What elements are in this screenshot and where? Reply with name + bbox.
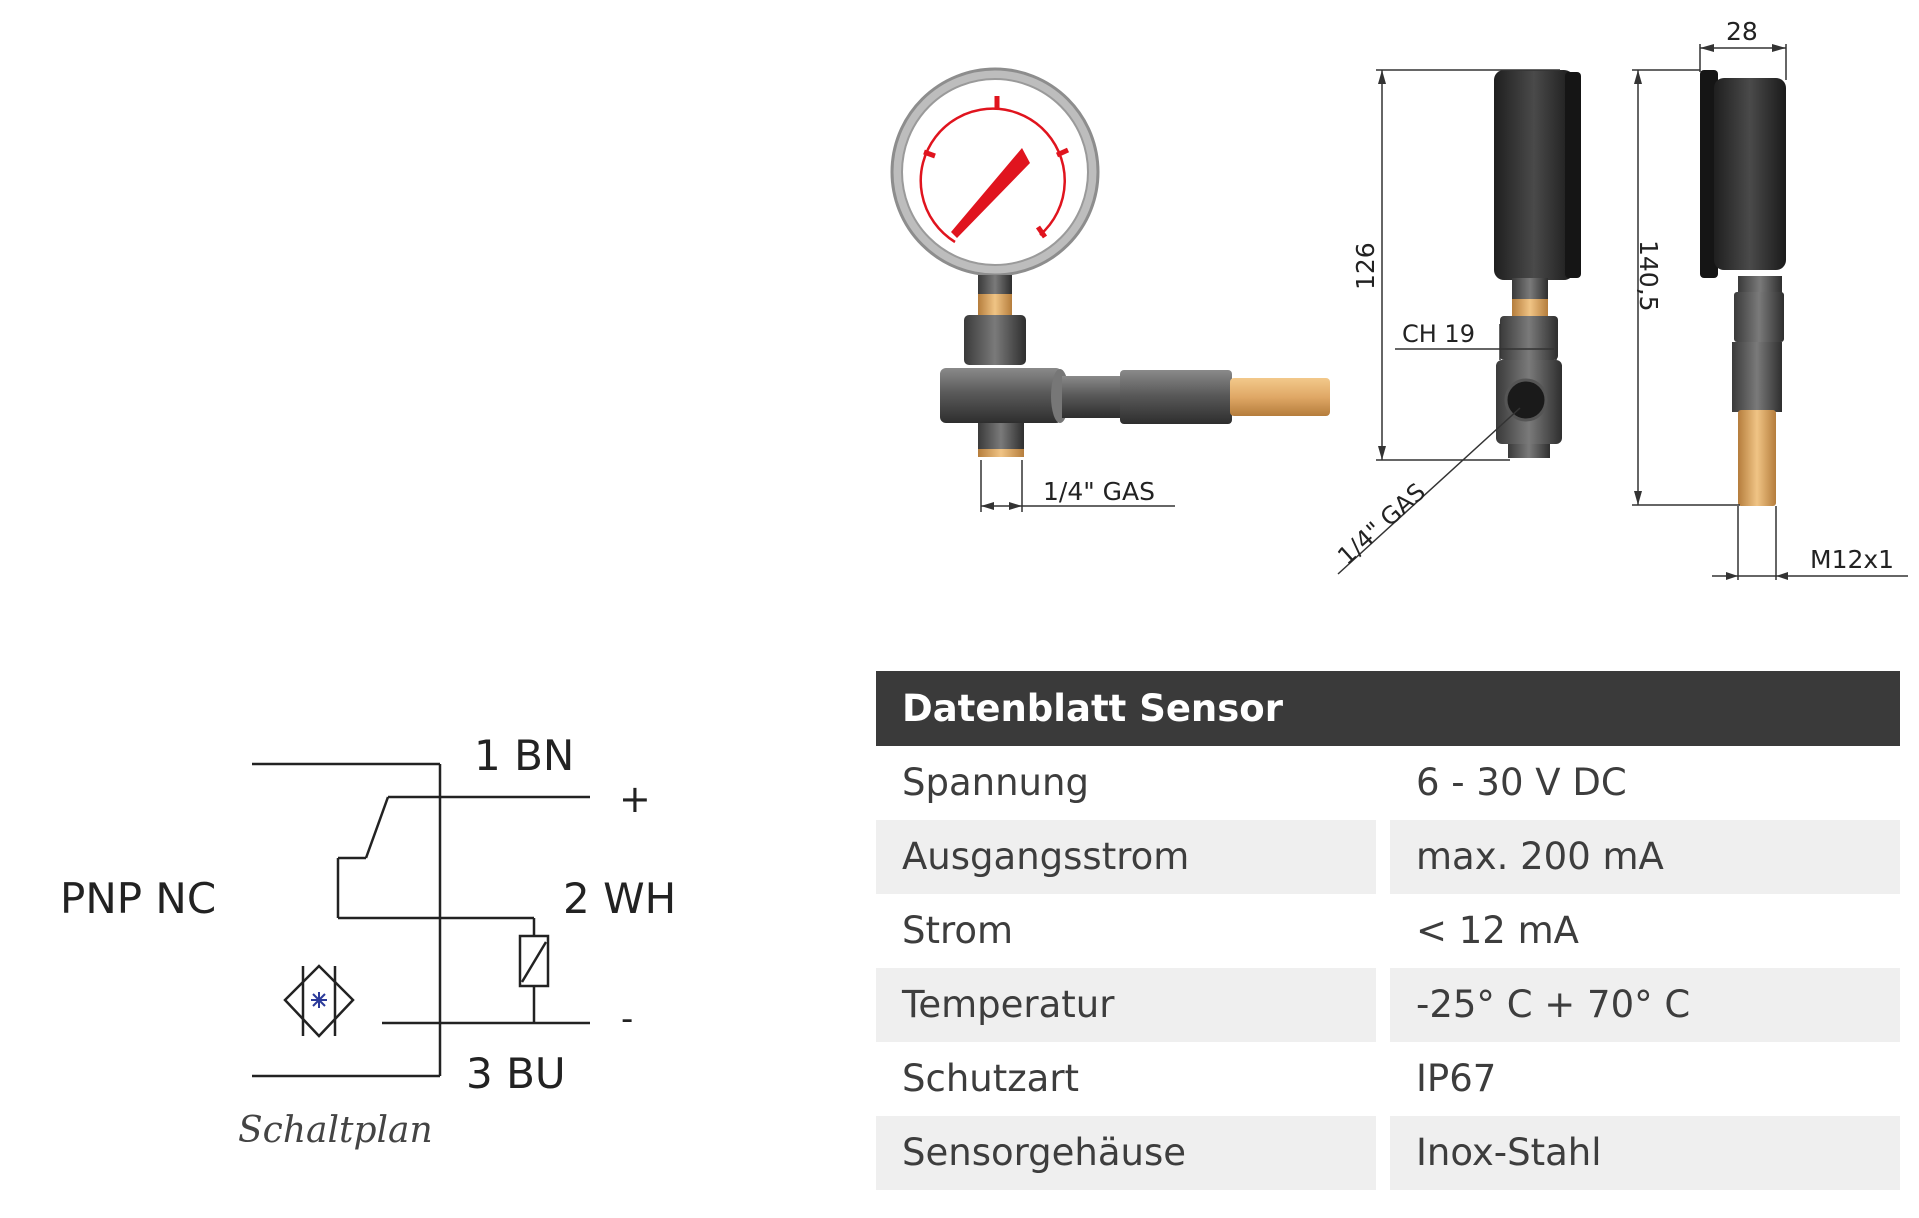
- table-row: Temperatur -25° C + 70° C: [876, 968, 1900, 1042]
- inductive-sensor-symbol-icon: [311, 992, 327, 1008]
- pin1-label: 1 BN: [474, 731, 574, 780]
- gauge-back-view: [1632, 44, 1908, 580]
- row-label: Sensorgehäuse: [876, 1116, 1376, 1190]
- wiring-schematic: 1 BN + PNP NC 2 WH - 3 BU: [60, 731, 676, 1098]
- row-value: Inox-Stahl: [1390, 1116, 1900, 1190]
- row-value: 6 - 30 V DC: [1416, 761, 1627, 804]
- row-value: -25° C + 70° C: [1390, 968, 1900, 1042]
- thread-label-side: 1/4" GAS: [1332, 478, 1431, 571]
- plus-label: +: [619, 777, 651, 821]
- table-row: Ausgangsstrom max. 200 mA: [876, 820, 1900, 894]
- row-label: Spannung: [902, 761, 1089, 804]
- type-label: PNP NC: [60, 874, 216, 923]
- row-label: Schutzart: [902, 1057, 1080, 1100]
- table-row: Strom < 12 mA: [876, 894, 1900, 968]
- row-value: < 12 mA: [1416, 909, 1579, 952]
- schematic-caption: Schaltplan: [238, 1110, 433, 1151]
- row-label: Temperatur: [876, 968, 1376, 1042]
- row-label: Strom: [902, 909, 1014, 952]
- pin3-label: 3 BU: [466, 1049, 566, 1098]
- minus-label: -: [621, 999, 633, 1039]
- thread-label-front: 1/4" GAS: [1043, 477, 1155, 506]
- table-row: Sensorgehäuse Inox-Stahl: [876, 1116, 1900, 1190]
- width-28-label: 28: [1726, 17, 1758, 46]
- table-row: Schutzart IP67: [876, 1042, 1900, 1116]
- height-140-label: 140,5: [1634, 240, 1663, 312]
- row-label: Ausgangsstrom: [876, 820, 1376, 894]
- height-126-label: 126: [1351, 242, 1380, 290]
- wrench-size-label: CH 19: [1402, 320, 1475, 348]
- row-value: IP67: [1416, 1057, 1497, 1100]
- table-row: Spannung 6 - 30 V DC: [876, 746, 1900, 820]
- datasheet-title: Datenblatt Sensor: [876, 671, 1900, 746]
- row-value: max. 200 mA: [1390, 820, 1900, 894]
- gauge-front-view: [890, 67, 1330, 512]
- technical-drawing: 1/4" GAS 126 CH 19 1/4" GAS: [890, 17, 1908, 580]
- pin2-label: 2 WH: [563, 874, 676, 923]
- connector-label: M12x1: [1810, 545, 1894, 574]
- datasheet-table: Datenblatt Sensor Spannung 6 - 30 V DC A…: [876, 671, 1900, 1190]
- gauge-side-view: [1337, 69, 1581, 575]
